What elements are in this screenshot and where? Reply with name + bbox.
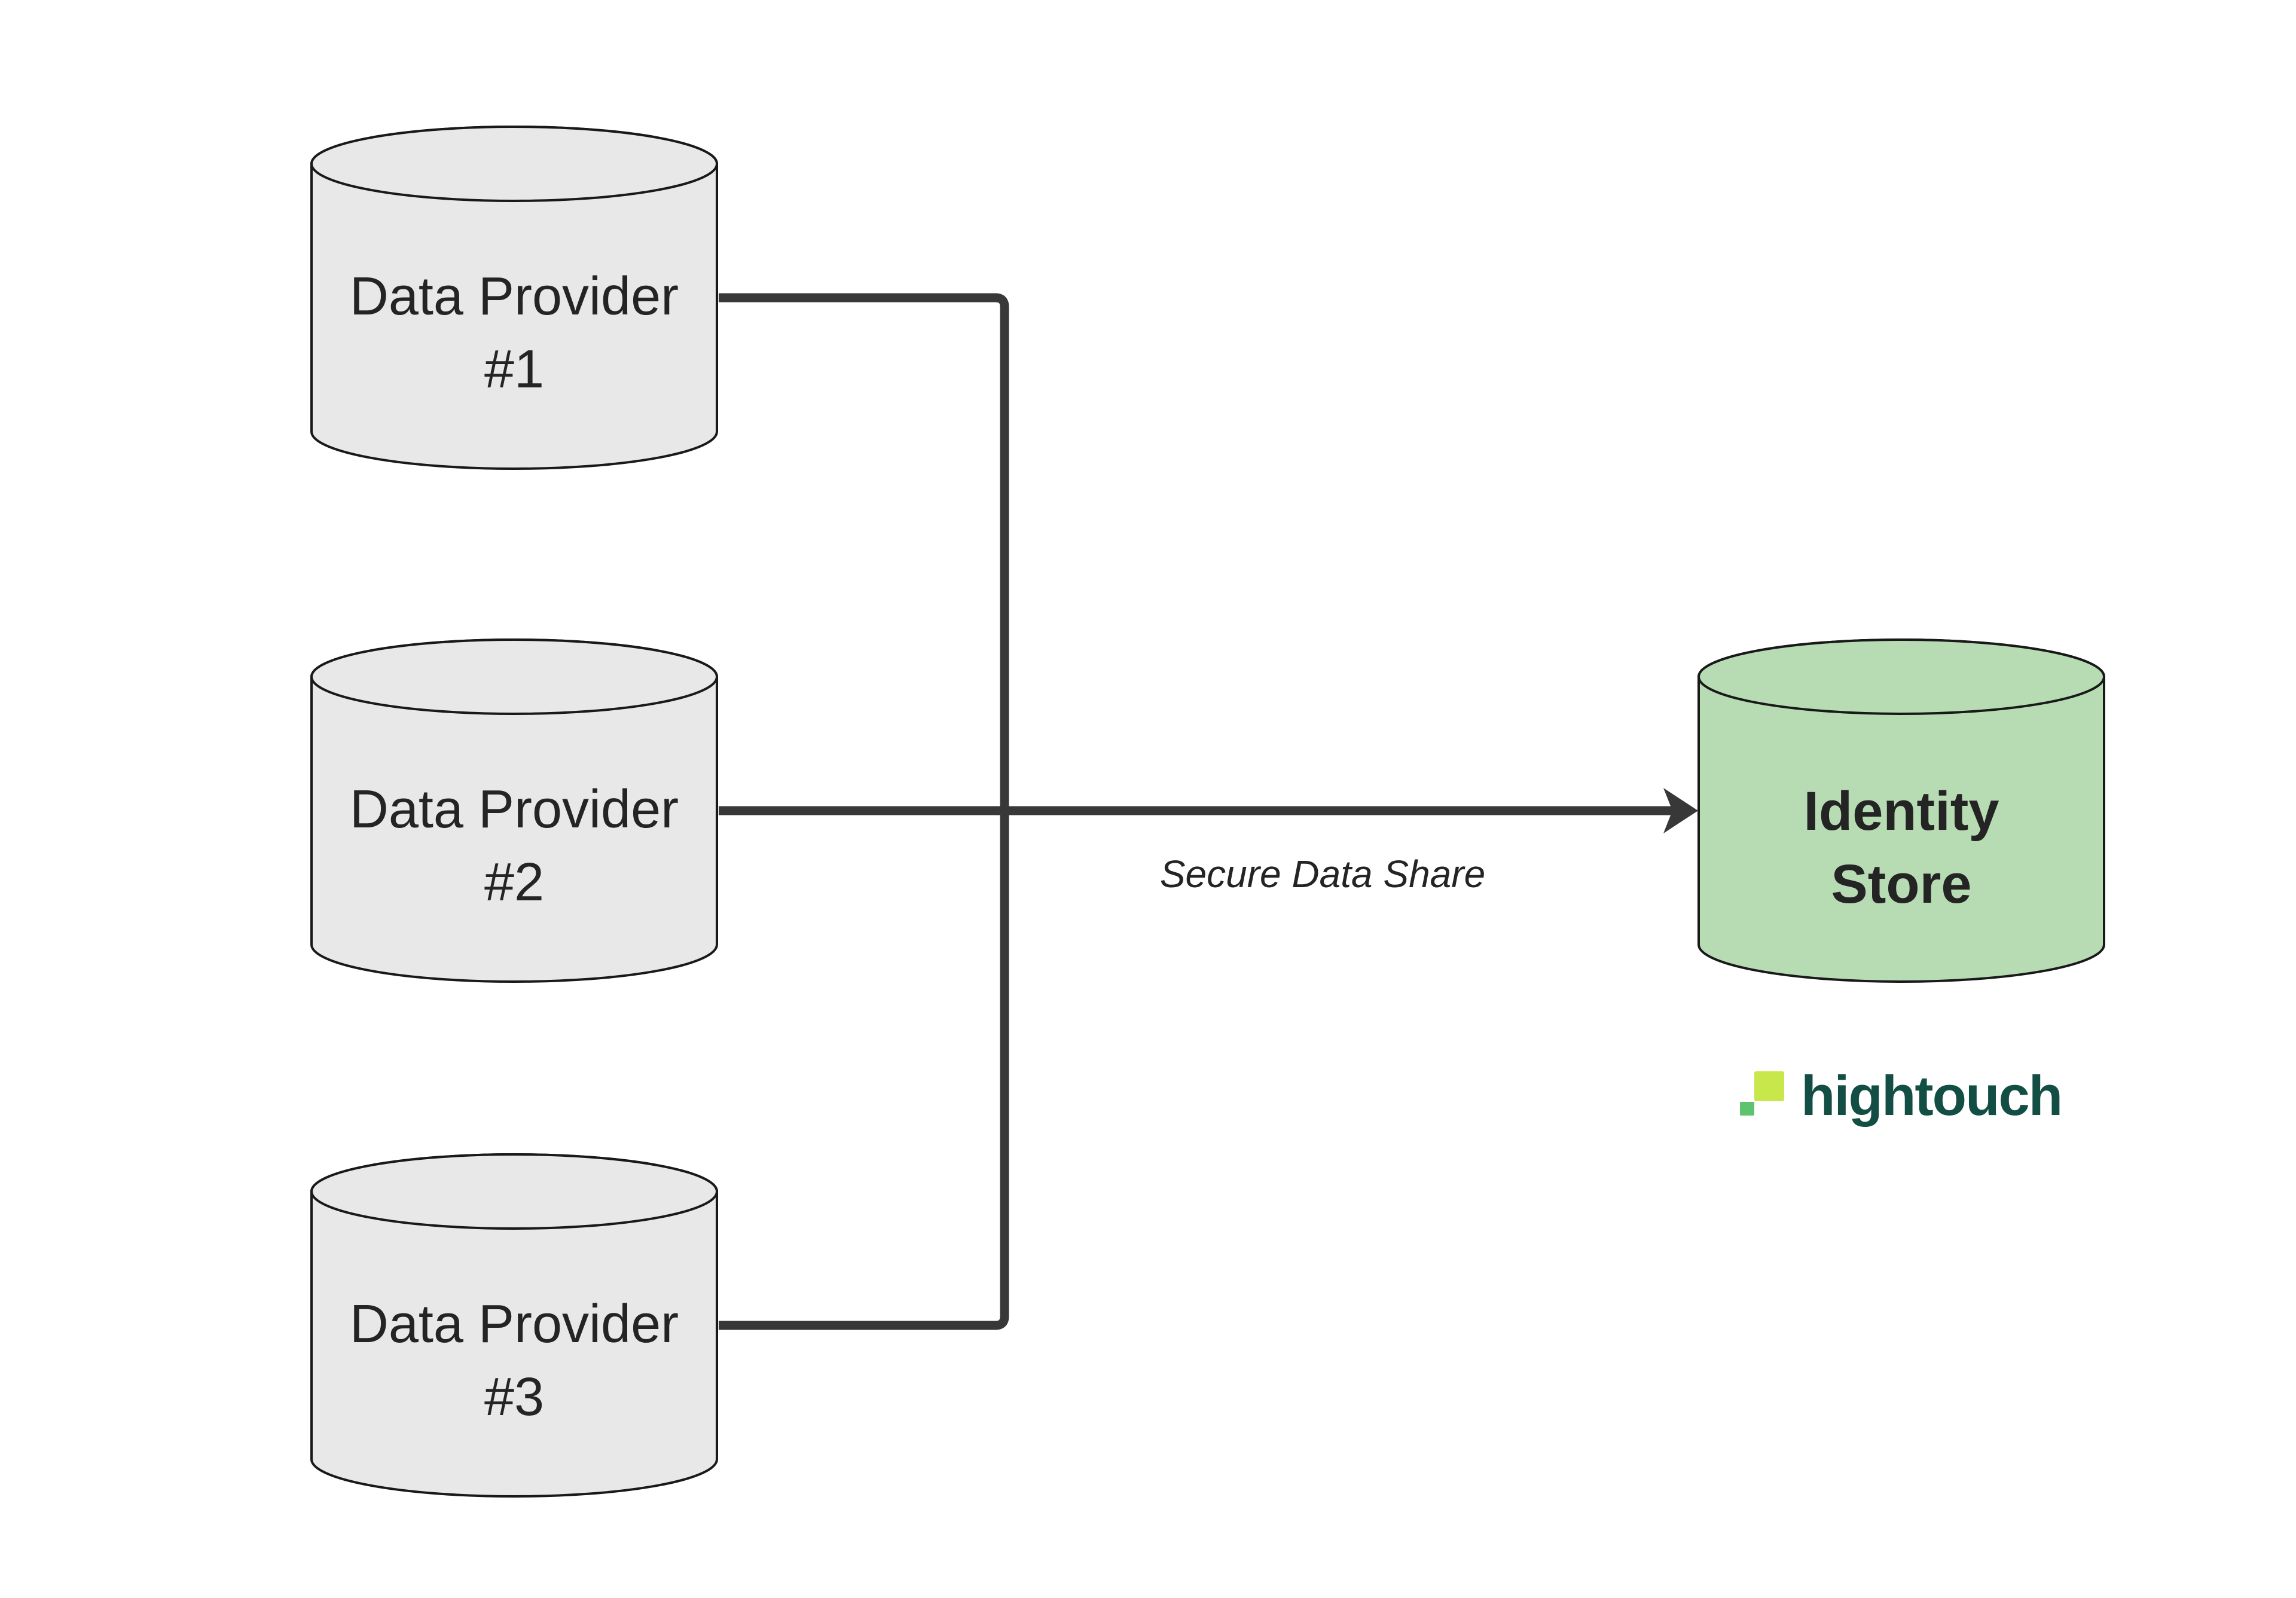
identity-store-cylinder-rim [1697,638,2105,715]
provider2-cylinder-rim [310,638,718,715]
logo-green-square [1740,1102,1754,1116]
hightouch-wordmark: hightouch [1801,1064,2063,1127]
identity-store-label-line1: Identity [1803,781,1999,842]
provider3-cylinder-rim [310,1153,718,1230]
provider3-label-line2: #3 [484,1367,545,1427]
logo-lime-square [1754,1071,1784,1101]
provider3-label-line1: Data Provider [349,1294,679,1354]
provider3-cylinder [310,1153,718,1498]
provider1-cylinder [310,126,718,470]
provider3-label: Data Provider #3 [310,1288,719,1434]
secure-data-share-label: Secure Data Share [1159,853,1486,896]
provider2-cylinder [310,638,718,983]
provider1-label: Data Provider #1 [310,260,719,406]
identity-store-label-line2: Store [1831,854,1972,915]
provider2-label-line2: #2 [484,853,545,912]
hightouch-logo-mark-icon [1740,1071,1785,1117]
arrow-head-icon [1663,788,1698,833]
provider1-label-line2: #1 [484,340,545,399]
hightouch-logo: hightouch [1740,1064,2099,1137]
provider2-label: Data Provider #2 [310,773,719,919]
identity-store-label: Identity Store [1697,775,2106,921]
provider1-label-line1: Data Provider [349,267,679,326]
provider2-label-line1: Data Provider [349,780,679,839]
provider1-cylinder-rim [310,126,718,202]
identity-store-cylinder [1697,638,2105,983]
